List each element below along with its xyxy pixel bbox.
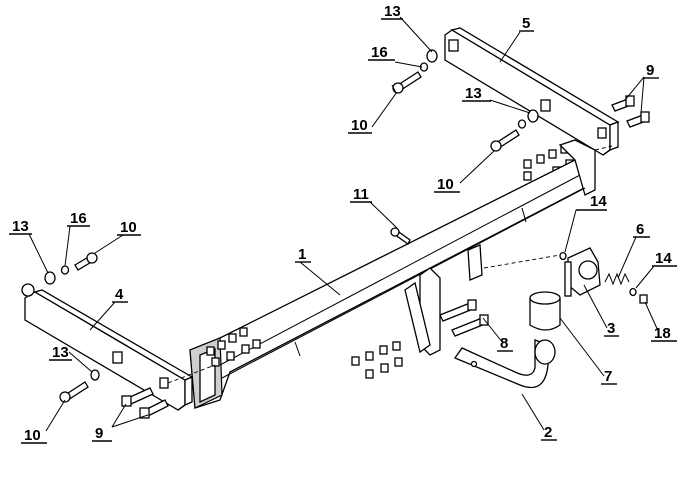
bolt-set-lower-left: [59, 369, 169, 419]
side-bracket-part-4: [21, 283, 194, 411]
label-8: 8: [500, 335, 508, 352]
label-13-bottom: 13: [52, 344, 69, 361]
label-14-top: 14: [590, 193, 607, 210]
tow-ball-arm-part-2: [454, 339, 556, 389]
label-3: 3: [607, 320, 615, 337]
part-labels: 13 5 16 9 13 10 10 11 14 6 13 16 10 1 4 …: [9, 3, 677, 444]
label-6: 6: [636, 221, 644, 238]
side-bracket-part-5: [444, 27, 620, 156]
label-11: 11: [353, 186, 369, 203]
spring-part-6: [559, 251, 648, 304]
label-10-bottom: 10: [24, 427, 41, 444]
label-7: 7: [604, 368, 612, 385]
label-16-top: 16: [371, 44, 388, 61]
label-9-bottom: 9: [95, 425, 103, 442]
label-13-mid: 13: [465, 85, 482, 102]
nuts-left-end: [206, 327, 261, 367]
label-1: 1: [298, 246, 306, 263]
socket-plate-part-3: [564, 247, 601, 297]
label-10-mid: 10: [437, 176, 454, 193]
bolt-set-middle: [490, 109, 539, 152]
center-mount-bracket: [404, 244, 483, 356]
nuts-center: [351, 341, 403, 379]
bolts-part-8: [439, 299, 489, 337]
label-14-right: 14: [655, 250, 672, 267]
label-10-left: 10: [120, 219, 137, 236]
bolt-set-right: [611, 95, 650, 128]
label-10-top: 10: [351, 117, 368, 134]
label-5: 5: [522, 15, 530, 32]
alignment-line-top: [594, 145, 613, 151]
label-2: 2: [544, 424, 552, 441]
leader-lines: [28, 16, 660, 432]
main-beam-part-1: [189, 139, 596, 409]
label-16-left: 16: [70, 210, 87, 227]
ball-cover-part-7: [529, 291, 561, 331]
alignment-line-left: [167, 364, 216, 384]
pin-part-11: [390, 227, 411, 245]
alignment-line-right: [483, 254, 561, 269]
label-4: 4: [115, 286, 124, 303]
label-9-right: 9: [646, 62, 654, 79]
label-18: 18: [654, 325, 671, 342]
label-13-left: 13: [12, 218, 29, 235]
bolt-set-top: [391, 49, 438, 94]
bolt-set-left: [44, 252, 98, 285]
label-13-top: 13: [384, 3, 401, 20]
